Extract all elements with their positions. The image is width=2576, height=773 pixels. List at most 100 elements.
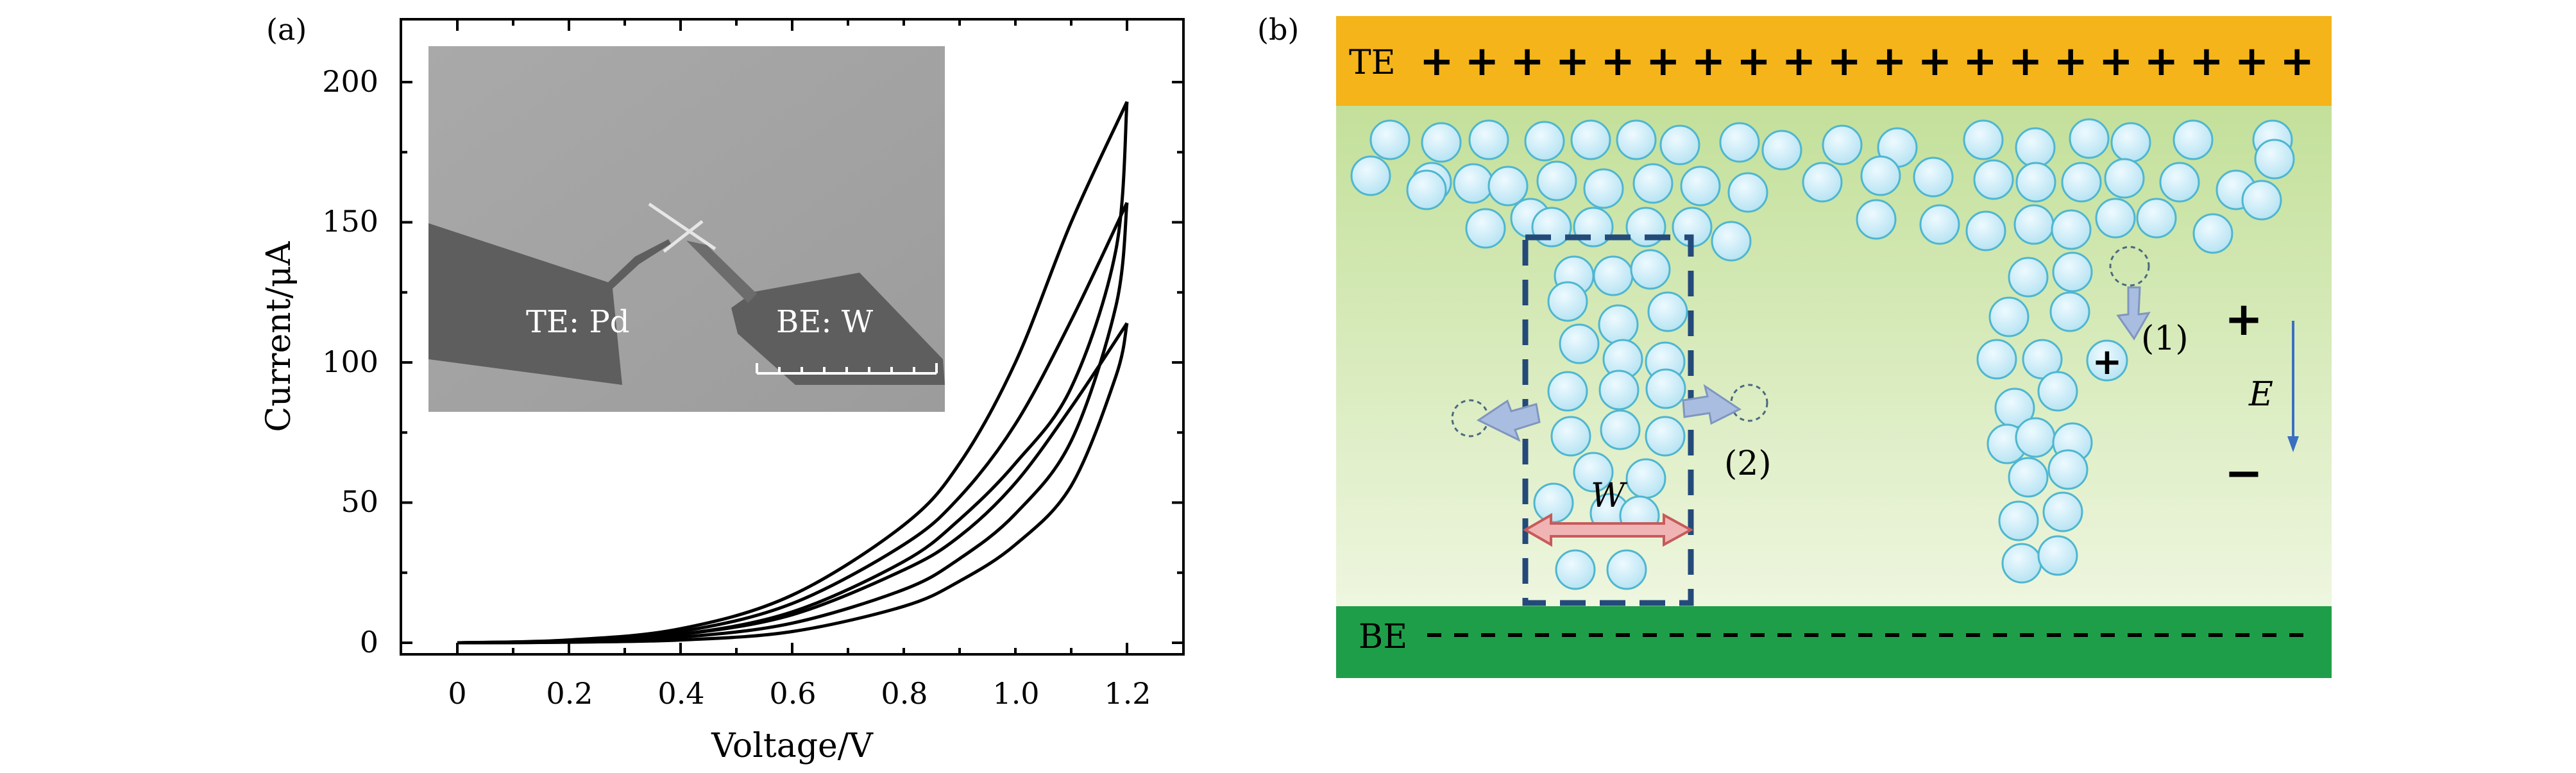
ion-sphere <box>1630 249 1671 290</box>
ion-sphere <box>1593 255 1634 296</box>
ion-sphere <box>1369 119 1411 160</box>
panel-a-label: (a) <box>266 12 307 47</box>
ion-sphere <box>2173 119 2214 160</box>
ion-sphere <box>1998 500 2039 541</box>
ion-sphere <box>1973 159 2014 200</box>
ion-sphere <box>2015 127 2056 168</box>
ion-sphere <box>1802 162 1843 203</box>
ion-sphere <box>2047 449 2089 490</box>
ion-sphere <box>1616 119 1657 160</box>
x-tick-label: 0.6 <box>769 676 816 711</box>
ion-sphere <box>1533 482 1574 523</box>
ion-sphere <box>1919 204 1960 245</box>
ion-sphere <box>2095 198 2136 239</box>
ion-sphere <box>1860 155 1901 196</box>
ion-sphere <box>1976 339 2017 380</box>
ion-sphere <box>1719 122 1760 163</box>
inset-te-label: TE: Pd <box>526 304 630 340</box>
migration-arrow <box>2116 286 2151 341</box>
ion-sphere <box>1680 166 1721 207</box>
field-label: E <box>2248 375 2273 414</box>
ion-sphere <box>1761 130 1802 171</box>
field-arrow-head <box>2287 436 2299 452</box>
nanowire-cross-2 <box>663 220 704 253</box>
iv-curve-low-return <box>457 323 1129 645</box>
ion-sphere <box>1421 122 1462 163</box>
ion-sphere <box>1598 370 1640 411</box>
ion-sphere <box>1625 458 1666 499</box>
ion-sphere <box>1598 304 1639 345</box>
inset-be-label: BE: W <box>776 304 874 340</box>
bottom-electrode-lead <box>686 241 757 303</box>
ion-sphere <box>1645 368 1686 409</box>
ion-sphere <box>1524 121 1565 162</box>
chart-a: 0 50 100 150 200 0 0.2 0.4 0.6 0.8 1.0 1… <box>260 18 1185 765</box>
axis-ticks <box>401 19 1183 654</box>
y-tick-label: 0 <box>360 625 378 659</box>
ion-sphere <box>1988 296 2029 337</box>
width-arrow <box>1522 513 1694 547</box>
annotation-2: (2) <box>1724 445 1772 483</box>
y-tick-label: 150 <box>322 204 378 239</box>
ion-sphere <box>1468 119 1509 160</box>
ion-sphere <box>2061 162 2102 203</box>
top-electrode <box>1336 16 2332 106</box>
ion-sphere <box>1645 416 1686 457</box>
ion-sphere <box>2037 371 2078 412</box>
ion-sphere <box>1465 208 1506 249</box>
x-tick-label: 0 <box>448 676 466 711</box>
panel-b: (b) TE + + + + + + + + + + + + + + + + +… <box>1257 12 2332 678</box>
annotation-1: (1) <box>2141 319 2189 358</box>
ion-sphere <box>1547 371 1588 412</box>
x-tick-label: 0.8 <box>881 676 928 711</box>
ion-sphere <box>2015 417 2056 458</box>
ion-sphere <box>1583 168 1624 209</box>
y-tick-label: 100 <box>322 344 378 379</box>
vacancy-origin <box>2109 246 2150 287</box>
ion-spheres <box>1350 118 2295 590</box>
iv-curves <box>457 101 1129 645</box>
ion-sphere <box>2192 213 2233 254</box>
top-electrode-pad <box>428 223 671 385</box>
iv-curve-low-sweep <box>457 322 1129 645</box>
panel-a: (a) 0 50 100 150 200 0 0.2 0.4 0.6 0.8 1… <box>260 12 1185 765</box>
ion-sphere <box>2008 457 2049 498</box>
ion-charge: + <box>2092 341 2123 383</box>
ion-sphere <box>1600 409 1641 450</box>
bottom-electrode <box>1336 606 2332 678</box>
ion-sphere <box>1659 124 1700 166</box>
x-tick-label: 1.2 <box>1104 676 1151 711</box>
ion-sphere <box>1856 199 1897 240</box>
ion-sphere <box>2051 209 2092 250</box>
migrating-ion <box>2086 339 2128 382</box>
ion-sphere <box>1536 160 1577 201</box>
x-tick-label: 1.0 <box>992 676 1039 711</box>
diffusion-arrow-right <box>1682 384 1741 425</box>
ion-sphere <box>1625 207 1666 248</box>
ion-sphere <box>2241 180 2282 221</box>
ion-sphere <box>1559 323 1600 364</box>
scale-bar <box>756 363 938 375</box>
ion-sphere <box>1606 549 1647 590</box>
ion-sphere <box>2015 162 2056 203</box>
diffusion-arrow-left <box>1477 399 1541 443</box>
ion-sphere <box>1406 169 1447 210</box>
ion-sphere <box>2008 257 2049 298</box>
ion-sphere <box>1487 166 1529 207</box>
ion-sphere <box>2136 198 2177 239</box>
width-label: W <box>1591 477 1627 515</box>
ion-sphere <box>1727 172 1768 213</box>
ion-sphere <box>2110 122 2151 163</box>
te-plus-signs: + + + + + + + + + + + + + + + + + + + + <box>1419 38 2314 85</box>
field-minus: − <box>2224 446 2263 500</box>
nanowire-cross-1 <box>648 202 716 251</box>
sem-inset: TE: Pd BE: W <box>428 46 945 412</box>
ion-sphere <box>1965 210 2006 251</box>
be-label: BE <box>1359 618 1407 656</box>
bottom-electrode-pad <box>731 273 945 385</box>
field-plus: + <box>2224 292 2263 346</box>
x-axis-label: Voltage/V <box>711 727 874 765</box>
ion-sphere <box>1573 452 1614 493</box>
ion-sphere <box>1963 119 2004 160</box>
